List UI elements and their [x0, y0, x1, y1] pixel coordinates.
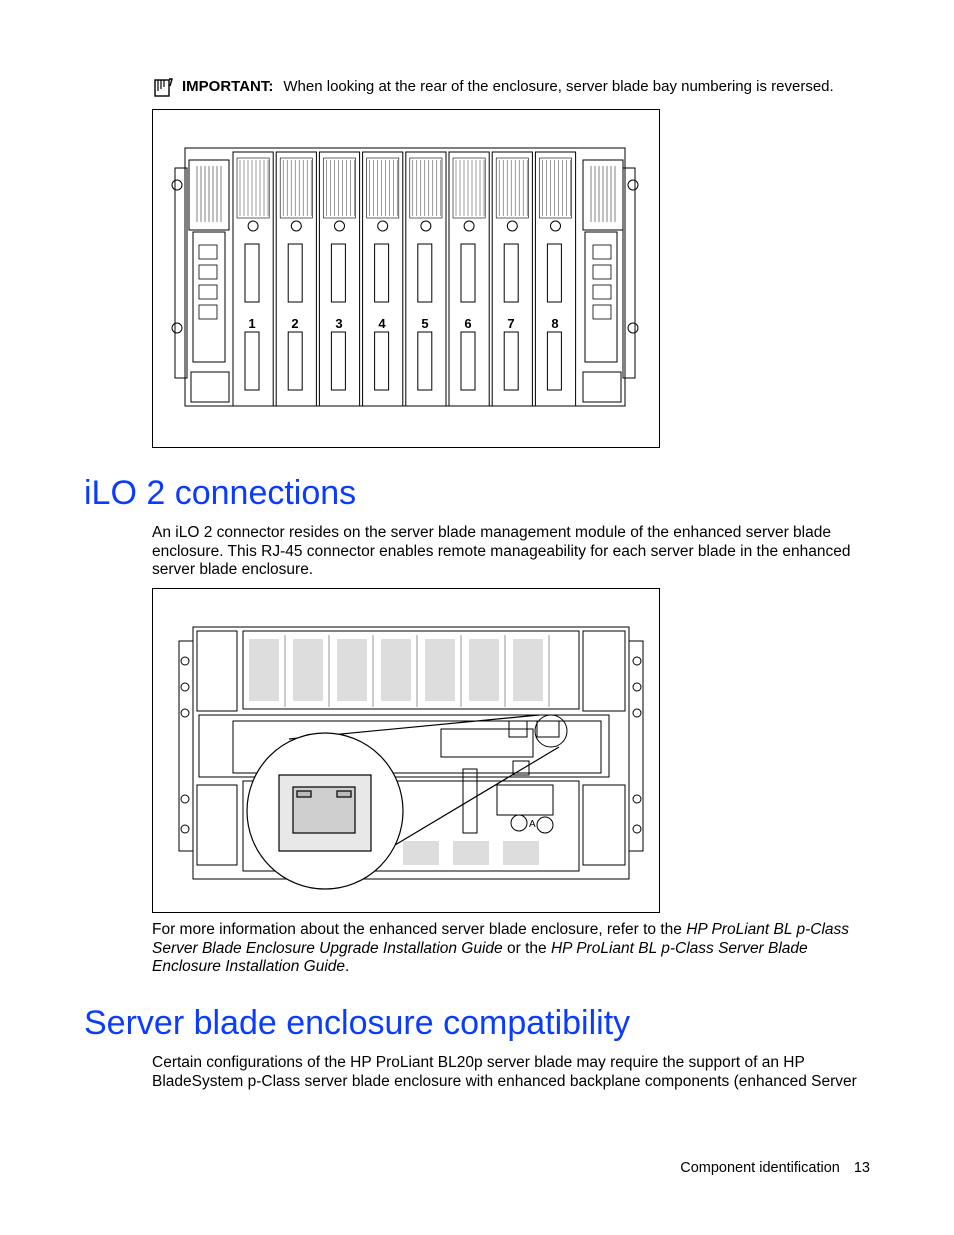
bay-number-3: 3 — [335, 316, 342, 331]
enclosure-rear-figure: 1 2 3 4 5 6 7 8 — [152, 109, 660, 448]
more-info-doc-install: HP ProLiant BL p-Class Server Blade Encl… — [152, 939, 808, 976]
blade-bay — [232, 151, 274, 407]
compatibility-heading: Server blade enclosure compatibility — [84, 1004, 631, 1042]
ilo-connections-heading: iLO 2 connections — [84, 474, 357, 512]
bay-number-4: 4 — [378, 316, 386, 331]
bay-number-1: 1 — [248, 316, 255, 331]
important-text-wrap: IMPORTANT: When looking at the rear of th… — [182, 77, 834, 97]
page-footer: Component identification 13 — [600, 1158, 870, 1178]
more-info-suffix: . — [345, 958, 350, 975]
bay-number-6: 6 — [464, 316, 471, 331]
ilo-connector-figure: A — [152, 588, 660, 913]
compatibility-paragraph: Certain configurations of the HP ProLian… — [152, 1054, 857, 1090]
bay-number-7: 7 — [507, 316, 514, 331]
blade-bay — [362, 151, 404, 407]
important-icon — [154, 78, 173, 97]
important-text: When looking at the rear of the enclosur… — [283, 78, 834, 95]
footer-section: Component identification — [680, 1160, 840, 1176]
blade-bay — [405, 151, 447, 407]
page-number: 13 — [853, 1160, 870, 1176]
bay-number-8: 8 — [551, 316, 558, 331]
blade-bay — [318, 151, 361, 407]
blade-bay — [448, 151, 490, 407]
blade-bay — [491, 151, 533, 407]
more-info-paragraph: For more information about the enhanced … — [152, 921, 864, 977]
important-label: IMPORTANT: — [182, 78, 274, 95]
important-note: IMPORTANT: When looking at the rear of th… — [152, 77, 872, 99]
module-label: A — [529, 819, 536, 830]
blade-bay — [534, 151, 577, 407]
enclosure-rear-drawing: 1 2 3 4 5 6 7 8 — [171, 147, 639, 407]
bay-number-5: 5 — [421, 316, 428, 331]
blade-bays — [232, 151, 577, 407]
bay-number-2: 2 — [291, 316, 298, 331]
more-info-mid: or the — [502, 939, 551, 957]
more-info-prefix: For more information about the enhanced … — [152, 921, 687, 938]
ilo-paragraph: An iLO 2 connector resides on the server… — [152, 524, 851, 578]
ilo-connector-drawing: A — [178, 626, 644, 890]
blade-bay — [275, 151, 317, 407]
more-info-doc-upgrade: HP ProLiant BL p-Class Server Blade Encl… — [152, 921, 850, 957]
